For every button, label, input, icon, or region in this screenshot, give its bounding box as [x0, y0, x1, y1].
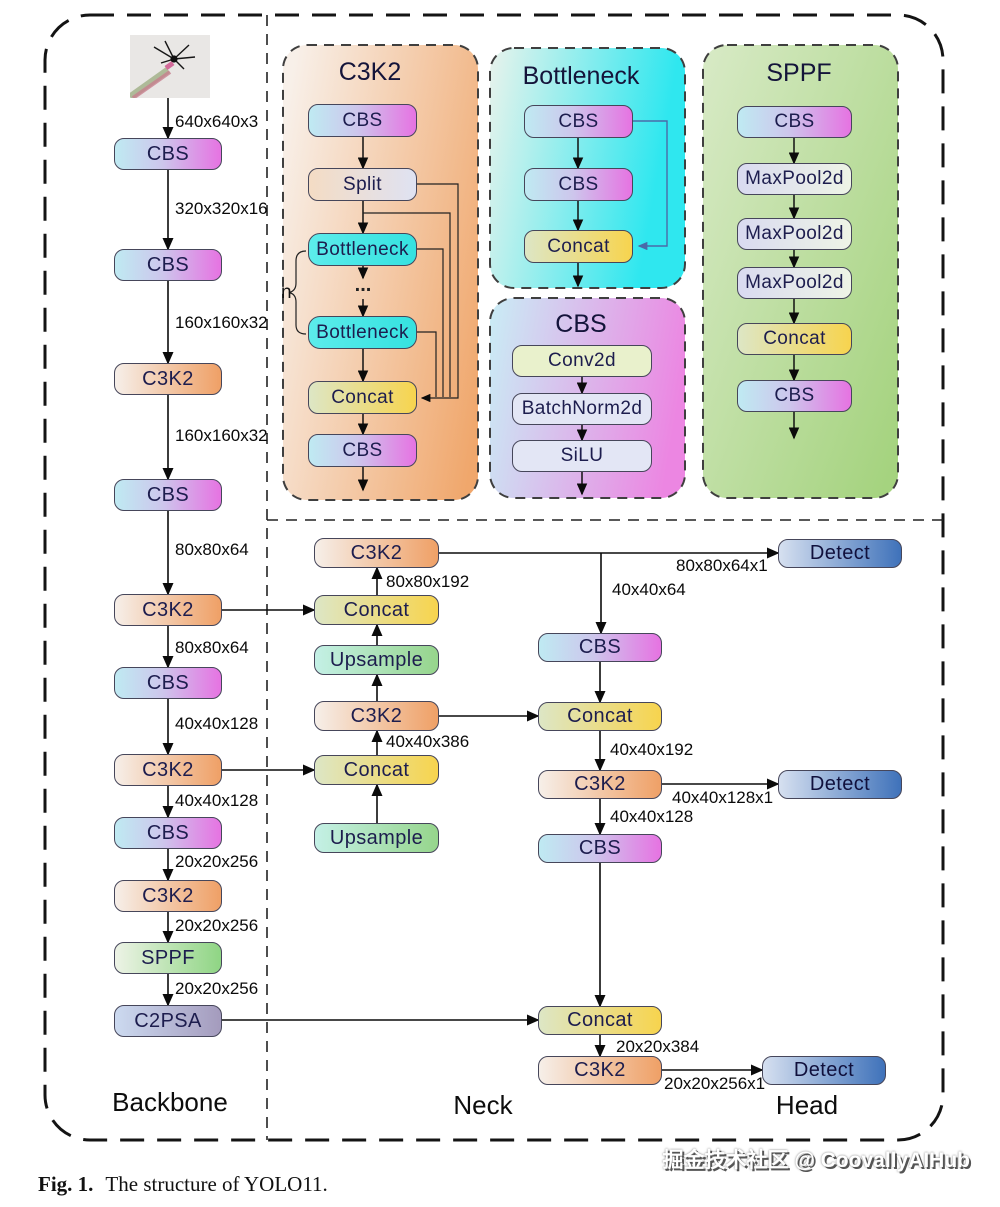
c3k2-panel-cbs-1: CBS: [308, 104, 417, 137]
sppf-panel-title: SPPF: [766, 59, 832, 87]
dim-label: 20x20x256: [175, 916, 259, 935]
neck-node-cbs-2: CBS: [538, 834, 662, 863]
dim-label: 80x80x64: [175, 638, 249, 657]
c3k2-panel-bottleneck-2: Bottleneck: [308, 316, 417, 349]
section-label-neck: Neck: [453, 1090, 513, 1120]
c3k2-panel-n-label: n: [281, 282, 292, 303]
sppf-panel-maxpool-1: MaxPool2d: [737, 163, 852, 195]
dim-label: 20x20x256: [175, 852, 259, 871]
neck-node-c3k2-mid: C3K2: [314, 701, 439, 731]
bottleneck-panel-cbs-2: CBS: [524, 168, 633, 201]
head-node-detect-2: Detect: [778, 770, 902, 799]
dim-label: 40x40x386: [386, 732, 470, 751]
neck-node-cbs-1: CBS: [538, 633, 662, 662]
dim-label: 80x80x192: [386, 572, 470, 591]
c3k2-panel-split: Split: [308, 168, 417, 201]
cbs-panel-conv2d: Conv2d: [512, 345, 652, 377]
section-label-head: Head: [775, 1090, 839, 1120]
c3k2-panel-cbs-2: CBS: [308, 434, 417, 467]
dim-label: 20x20x384: [616, 1037, 700, 1056]
cbs-panel-silu: SiLU: [512, 440, 652, 472]
watermark: 掘金技术社区 @ CoovallyAIHub: [662, 1149, 971, 1172]
dim-label: 40x40x128: [175, 714, 259, 733]
c3k2-panel-bottleneck-1: Bottleneck: [308, 233, 417, 266]
neck-node-concat-mid: Concat: [314, 755, 439, 785]
figure-caption: Fig. 1. The structure of YOLO11.: [38, 1172, 328, 1197]
dim-label: 40x40x64: [612, 580, 686, 599]
backbone-node-cbs-2: CBS: [114, 249, 222, 281]
cbs-panel-title: CBS: [555, 310, 607, 338]
neck-node-concat-2: Concat: [538, 1006, 662, 1035]
backbone-node-c3k2-3: C3K2: [114, 754, 222, 786]
neck-node-c3k2-1: C3K2: [538, 770, 662, 799]
dim-label: 160x160x32: [175, 426, 268, 445]
dim-label: 320x320x16: [175, 199, 268, 218]
head-node-detect-1: Detect: [778, 539, 902, 568]
dim-label: 40x40x128: [175, 791, 259, 810]
head-node-detect-3: Detect: [762, 1056, 886, 1085]
input-image: [127, 35, 210, 100]
c3k2-panel-concat: Concat: [308, 381, 417, 414]
backbone-node-c3k2-1: C3K2: [114, 363, 222, 395]
aerobatic-plane-graphic: [127, 40, 196, 100]
bottleneck-panel-concat: Concat: [524, 230, 633, 263]
neck-node-c3k2-2: C3K2: [538, 1056, 662, 1085]
dim-label: 40x40x128x1: [672, 788, 774, 807]
dim-label: 20x20x256: [175, 979, 259, 998]
backbone-node-c3k2-2: C3K2: [114, 594, 222, 626]
dim-label: 40x40x192: [610, 740, 694, 759]
section-label-backbone: Backbone: [112, 1087, 228, 1117]
c3k2-panel-title: C3K2: [338, 58, 402, 86]
dim-label: 80x80x64x1: [676, 556, 768, 575]
cbs-panel-batchnorm2d: BatchNorm2d: [512, 393, 652, 425]
backbone-node-sppf: SPPF: [114, 942, 222, 974]
c3k2-panel-ellipsis: ...: [354, 274, 372, 296]
dim-label: 40x40x128: [610, 807, 694, 826]
backbone-node-c2psa: C2PSA: [114, 1005, 222, 1037]
caption-text: The structure of YOLO11.: [105, 1172, 328, 1196]
dim-label: 80x80x64: [175, 540, 249, 559]
dim-label: 160x160x32: [175, 313, 268, 332]
backbone-node-cbs-1: CBS: [114, 138, 222, 170]
bottleneck-panel-cbs-1: CBS: [524, 105, 633, 138]
caption-prefix: Fig. 1.: [38, 1172, 94, 1196]
neck-node-upsample-bot: Upsample: [314, 823, 439, 853]
neck-node-c3k2-top: C3K2: [314, 538, 439, 568]
dim-label: 640x640x3: [175, 112, 259, 131]
sppf-panel-maxpool-3: MaxPool2d: [737, 267, 852, 299]
neck-node-concat-1: Concat: [538, 702, 662, 731]
backbone-node-cbs-4: CBS: [114, 667, 222, 699]
sppf-panel-cbs-1: CBS: [737, 106, 852, 138]
sppf-panel-concat: Concat: [737, 323, 852, 355]
neck-node-upsample-top: Upsample: [314, 645, 439, 675]
neck-node-concat-top: Concat: [314, 595, 439, 625]
dim-label: 20x20x256x1: [664, 1074, 766, 1093]
backbone-node-cbs-3: CBS: [114, 479, 222, 511]
sppf-panel-maxpool-2: MaxPool2d: [737, 218, 852, 250]
bottleneck-panel-title: Bottleneck: [522, 62, 640, 90]
backbone-node-c3k2-4: C3K2: [114, 880, 222, 912]
sppf-panel-cbs-2: CBS: [737, 380, 852, 412]
backbone-node-cbs-5: CBS: [114, 817, 222, 849]
